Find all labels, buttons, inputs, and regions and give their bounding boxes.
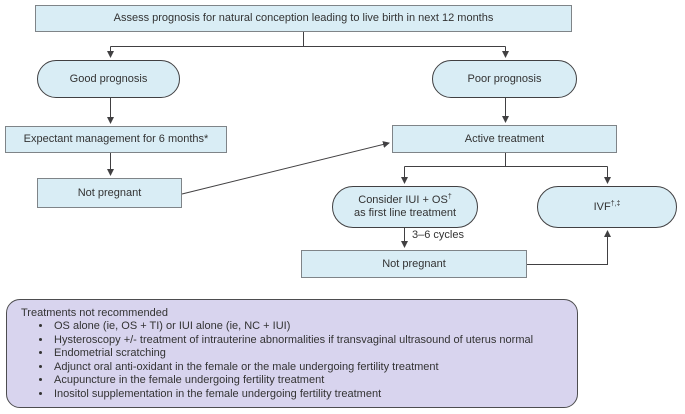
node-active-treatment: Active treatment xyxy=(392,125,617,153)
not-recommended-item: OS alone (ie, OS + TI) or IUI alone (ie,… xyxy=(52,320,563,334)
not-recommended-item: Endometrial scratching xyxy=(52,347,563,361)
ivf-text: IVF xyxy=(593,200,611,213)
node-not-pregnant-left: Not pregnant xyxy=(37,178,182,208)
node-not-pregnant-left-label: Not pregnant xyxy=(77,186,142,199)
node-expectant-management: Expectant management for 6 months* xyxy=(5,126,227,153)
node-ivf: IVF†,‡ xyxy=(537,186,677,228)
node-active-treatment-label: Active treatment xyxy=(464,132,545,145)
not-recommended-item: Adjunct oral anti-oxidant in the female … xyxy=(52,361,563,375)
connector-notpregnant-to-ivf xyxy=(527,230,611,265)
consider-iui-line1: Consider IUI + OS xyxy=(358,194,448,206)
cycles-label: 3–6 cycles xyxy=(412,229,464,241)
node-not-pregnant-right-label: Not pregnant xyxy=(382,257,446,270)
not-recommended-item: Inositol supplementation in the female u… xyxy=(52,388,563,402)
node-assess-prognosis-label: Assess prognosis for natural conception … xyxy=(113,12,494,24)
node-not-pregnant-right: Not pregnant xyxy=(301,250,527,278)
consider-iui-dagger: † xyxy=(447,193,452,201)
not-recommended-panel: Treatments not recommended OS alone (ie,… xyxy=(6,299,578,408)
connector-notpregnant-to-active xyxy=(181,141,390,195)
node-consider-iui-os-label: Consider IUI + OS† as first line treatme… xyxy=(353,193,457,220)
node-poor-prognosis-label: Poor prognosis xyxy=(467,72,542,85)
consider-iui-line2: as first line treatment xyxy=(353,207,457,219)
not-recommended-item: Acupuncture in the female undergoing fer… xyxy=(52,374,563,388)
not-recommended-list: OS alone (ie, OS + TI) or IUI alone (ie,… xyxy=(21,320,563,402)
node-expectant-management-label: Expectant management for 6 months* xyxy=(23,133,209,145)
node-good-prognosis: Good prognosis xyxy=(37,60,180,98)
node-ivf-label: IVF†,‡ xyxy=(593,199,621,214)
node-poor-prognosis: Poor prognosis xyxy=(432,60,577,98)
node-consider-iui-os: Consider IUI + OS† as first line treatme… xyxy=(332,186,478,228)
not-recommended-item: Hysteroscopy +/- treatment of intrauteri… xyxy=(52,334,563,348)
ivf-daggers: †,‡ xyxy=(610,199,621,207)
node-good-prognosis-label: Good prognosis xyxy=(69,72,148,85)
node-assess-prognosis: Assess prognosis for natural conception … xyxy=(35,5,572,32)
not-recommended-title: Treatments not recommended xyxy=(21,307,168,319)
